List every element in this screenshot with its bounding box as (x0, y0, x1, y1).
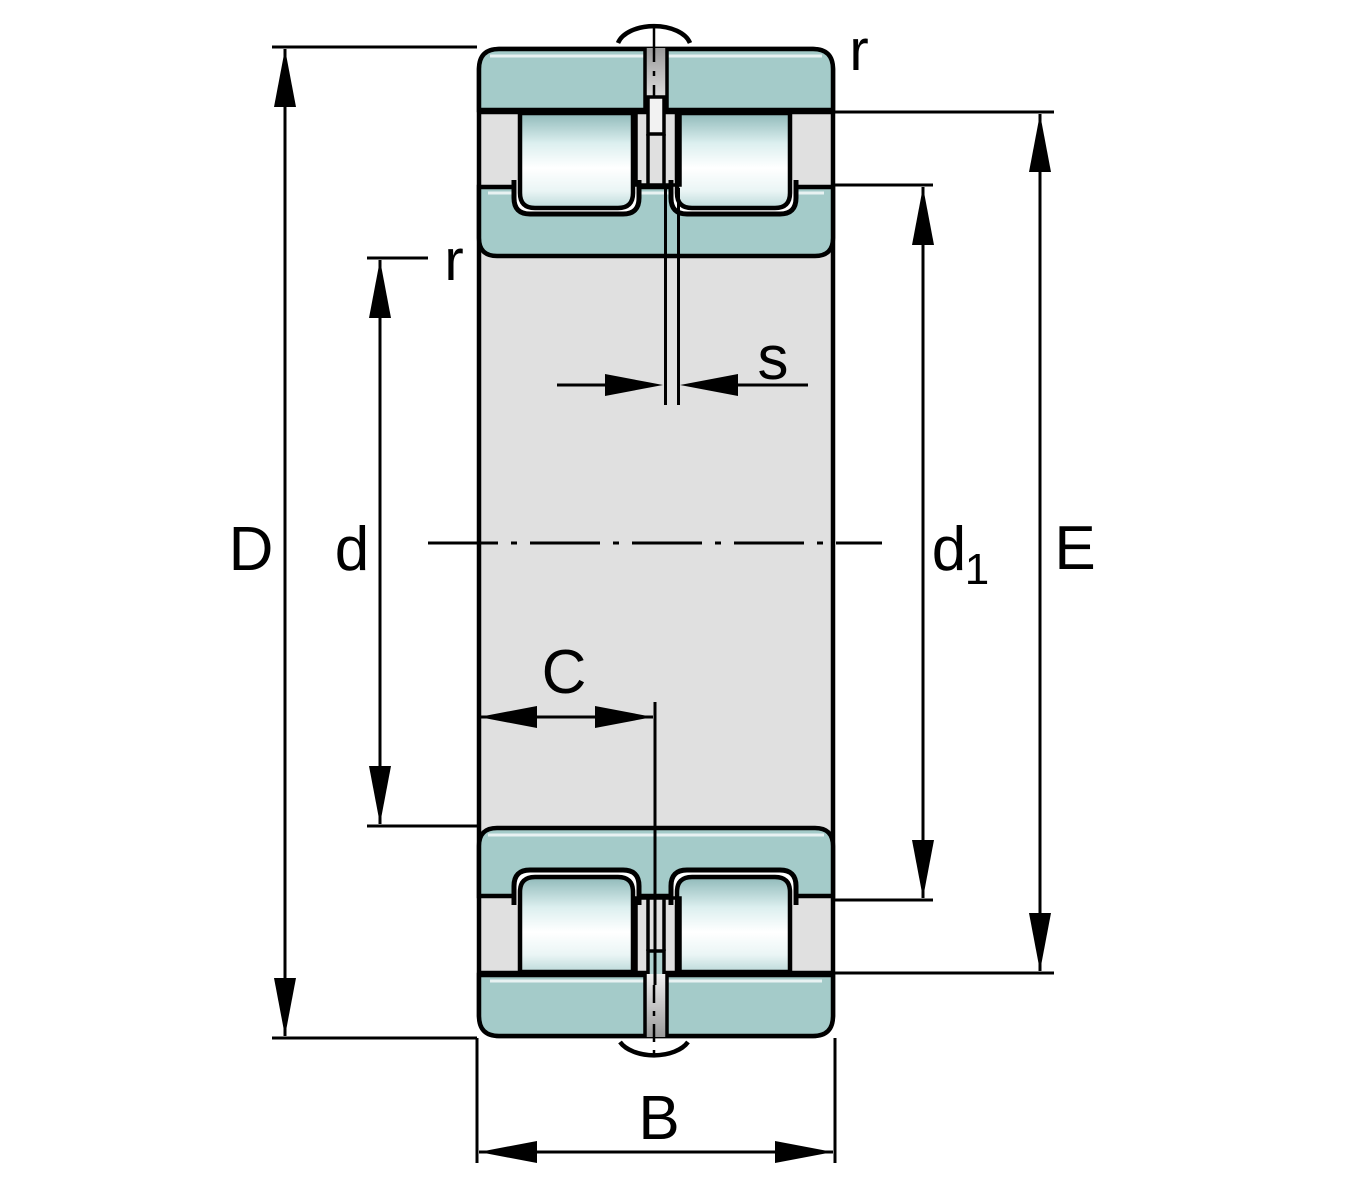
dimension-E: E (835, 110, 1096, 975)
top-notch-arc (615, 23, 693, 44)
arrowhead (680, 374, 738, 396)
arrowhead (369, 766, 391, 824)
bottom-notch-arc (618, 1040, 690, 1058)
dimension-B: B (475, 1038, 837, 1163)
arrowhead (274, 978, 296, 1036)
arrowhead (912, 840, 934, 898)
arrowhead (595, 706, 653, 728)
arrowhead (479, 1141, 537, 1163)
label-C: C (542, 638, 587, 707)
label-r-outer: r (849, 18, 868, 83)
dimension-d1: d 1 (835, 183, 989, 902)
label-d: d (335, 515, 369, 584)
arrowhead (274, 49, 296, 107)
label-r-inner: r (444, 228, 463, 293)
label-B: B (638, 1084, 679, 1153)
roller-bottom-left (517, 874, 636, 975)
label-d1-subscript: 1 (965, 545, 989, 594)
label-s: s (758, 324, 789, 393)
label-D: D (229, 515, 274, 584)
arrowhead (1029, 913, 1051, 971)
label-d1: d (932, 515, 966, 584)
dimension-C: C (479, 638, 657, 985)
dimensions: D d r r s C (229, 18, 1096, 1163)
lubrication-groove-bottom (646, 974, 666, 1037)
roller-top-right (674, 110, 793, 211)
roller-bottom-right (674, 874, 793, 975)
lubrication-slot-top (646, 95, 666, 136)
arrowhead (605, 374, 663, 396)
arrowhead (912, 187, 934, 245)
label-E: E (1054, 514, 1095, 583)
dimension-d: d r (335, 228, 477, 828)
arrowhead (775, 1141, 833, 1163)
roller-top-left (517, 110, 636, 211)
dimension-D: D (229, 45, 477, 1040)
dimension-s: s (557, 324, 808, 396)
arrowhead (369, 260, 391, 318)
arrowhead (1029, 114, 1051, 172)
arrowhead (479, 706, 537, 728)
